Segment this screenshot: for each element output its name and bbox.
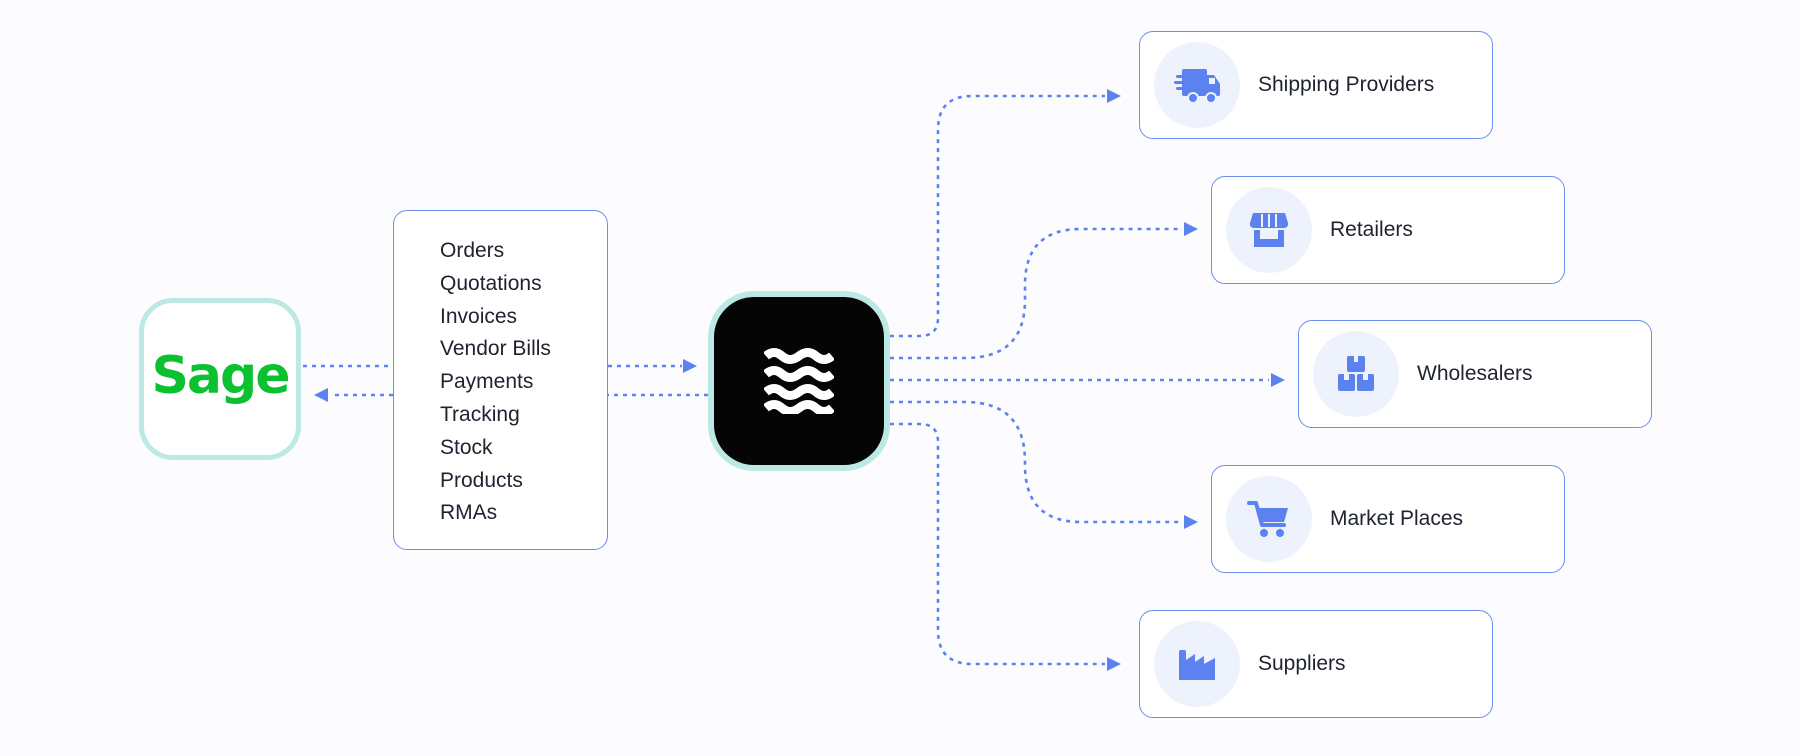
arrowhead-retailers	[1184, 222, 1198, 236]
connector-hub-to-market-places	[890, 400, 1182, 524]
data-type-item: Orders	[440, 239, 505, 262]
data-types-list: Orders Quotations Invoices Vendor Bills …	[440, 235, 607, 530]
data-types-panel: Orders Quotations Invoices Vendor Bills …	[393, 210, 608, 550]
arrowhead-to-sage	[314, 388, 328, 402]
hub-logo-tile	[708, 291, 890, 471]
data-type-item: Invoices	[440, 304, 518, 328]
destination-label: Wholesalers	[1417, 362, 1533, 385]
destination-icon-circle	[1226, 476, 1312, 562]
data-type-item: RMAs	[440, 501, 498, 525]
factory-icon	[1179, 650, 1215, 680]
arrowhead-shipping-providers	[1107, 89, 1121, 103]
arrowhead-to-hub	[683, 359, 697, 373]
boxes-icon	[1338, 356, 1374, 391]
destination-label: Shipping Providers	[1258, 73, 1435, 96]
data-type-item: Products	[440, 468, 523, 492]
destination-retailers: Retailers	[1211, 176, 1565, 284]
data-type-item: Vendor Bills	[440, 337, 551, 361]
shopping-cart-icon	[1247, 501, 1288, 537]
destination-label: Suppliers	[1258, 652, 1346, 675]
sage-logo: Sage	[151, 346, 290, 406]
destination-suppliers: Suppliers	[1139, 610, 1493, 718]
hub-logo-background	[714, 297, 884, 465]
sage-logo-tile: Sage	[139, 298, 301, 460]
data-type-item: Payments	[440, 370, 534, 394]
destination-label: Market Places	[1330, 507, 1464, 530]
connector-hub-to-shipping-providers	[890, 94, 1105, 338]
data-type-item: Stock	[440, 435, 493, 459]
connector-hub-to-retailers	[890, 227, 1182, 360]
storefront-icon	[1249, 213, 1289, 247]
arrowhead-wholesalers	[1271, 373, 1285, 387]
destination-icon-circle	[1226, 187, 1312, 273]
destination-icon-circle	[1154, 42, 1240, 128]
destination-icon-circle	[1154, 621, 1240, 707]
destination-market-places: Market Places	[1211, 465, 1565, 573]
waves-logo-icon	[764, 348, 834, 414]
arrowhead-market-places	[1184, 515, 1198, 529]
data-type-item: Tracking	[440, 402, 520, 426]
destination-label: Retailers	[1330, 218, 1413, 241]
truck-icon	[1174, 69, 1220, 104]
destination-icon-circle	[1313, 331, 1399, 417]
data-type-item: Quotations	[440, 271, 542, 295]
destination-wholesalers: Wholesalers	[1298, 320, 1652, 428]
arrowhead-suppliers	[1107, 657, 1121, 671]
destination-shipping-providers: Shipping Providers	[1139, 31, 1493, 139]
connector-hub-to-suppliers	[890, 422, 1105, 666]
